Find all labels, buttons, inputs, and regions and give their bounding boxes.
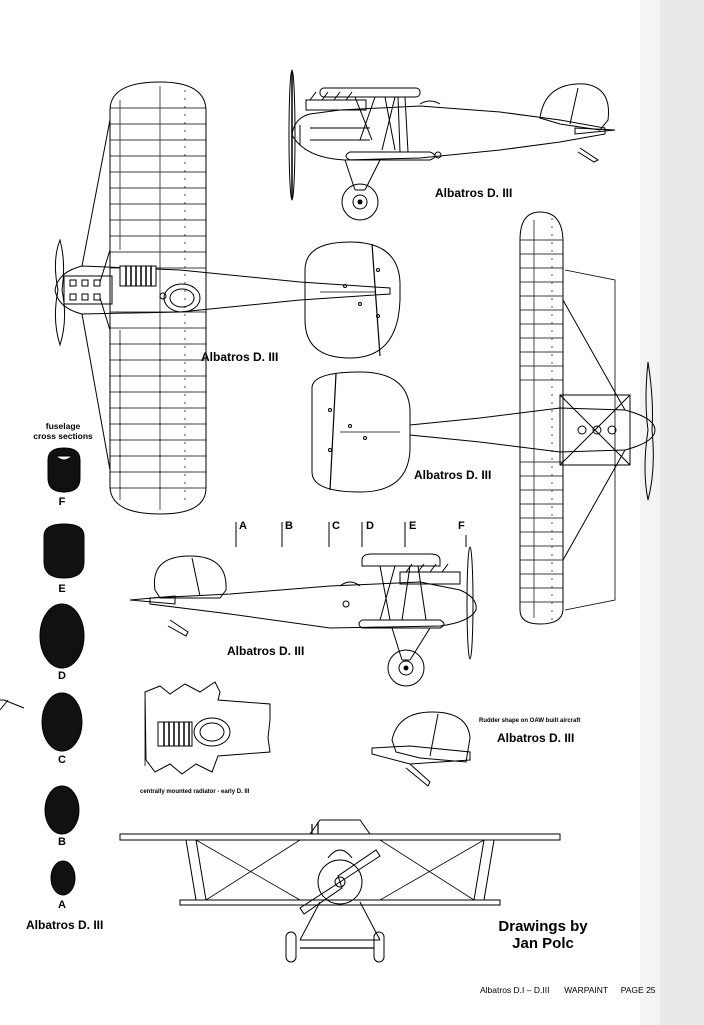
- station-markers: [235, 522, 467, 547]
- label-rudder-detail: Albatros D. III: [497, 731, 575, 745]
- radiator-note: centrally mounted radiator - early D. II…: [140, 789, 250, 795]
- section-b-shape: [44, 785, 80, 835]
- station-e: E: [409, 520, 417, 532]
- section-letter-e: E: [58, 583, 66, 595]
- label-cross-sections-aircraft: Albatros D. III: [26, 918, 104, 932]
- cross-sections-title-line1: fuselage: [45, 421, 81, 431]
- credits-line2: Jan Polc: [512, 935, 574, 952]
- footer-page: PAGE 25: [620, 985, 656, 995]
- scan-shading-inner: [640, 0, 660, 1025]
- section-d-shape: [39, 603, 85, 669]
- station-f: F: [458, 520, 465, 532]
- footer-publication: WARPAINT: [564, 985, 608, 995]
- rudder-detail-drawing: [371, 711, 471, 787]
- upper-plan-view-drawing: [54, 81, 401, 515]
- label-upper-plan-view: Albatros D. III: [201, 350, 279, 364]
- top-side-view-drawing: [288, 69, 616, 221]
- credits: Drawings by Jan Polc: [488, 918, 598, 952]
- label-lower-plan-view: Albatros D. III: [414, 468, 492, 482]
- section-letter-f: F: [58, 496, 66, 508]
- station-a: A: [239, 520, 247, 532]
- section-c-shape: [41, 692, 83, 752]
- cross-sections: [39, 447, 85, 896]
- edge-fragment: [0, 699, 25, 711]
- station-b: B: [285, 520, 293, 532]
- cross-sections-title: fuselage cross sections: [28, 421, 98, 441]
- label-right-side-view: Albatros D. III: [227, 644, 305, 658]
- section-e-shape: [43, 523, 85, 579]
- radiator-detail-drawing: [144, 681, 271, 775]
- rudder-note: Rudder shape on OAW built aircraft: [479, 718, 581, 724]
- front-view-drawing: [119, 819, 561, 963]
- label-top-side-view: Albatros D. III: [435, 186, 513, 200]
- station-c: C: [332, 520, 340, 532]
- lower-plan-view-drawing: [311, 211, 656, 625]
- section-letter-c: C: [58, 754, 66, 766]
- cross-sections-title-line2: cross sections: [33, 431, 93, 441]
- section-letter-d: D: [58, 670, 66, 682]
- section-letter-a: A: [58, 899, 66, 911]
- section-letter-b: B: [58, 836, 66, 848]
- station-d: D: [366, 520, 374, 532]
- credits-line1: Drawings by: [498, 918, 588, 935]
- scan-shading: [660, 0, 704, 1025]
- section-a-shape: [50, 860, 76, 896]
- footer-title: Albatros D.I – D.III: [480, 985, 550, 995]
- footer: Albatros D.I – D.III WARPAINT PAGE 25: [480, 985, 656, 995]
- section-f-shape: [47, 447, 81, 493]
- right-side-view-drawing: [129, 546, 477, 687]
